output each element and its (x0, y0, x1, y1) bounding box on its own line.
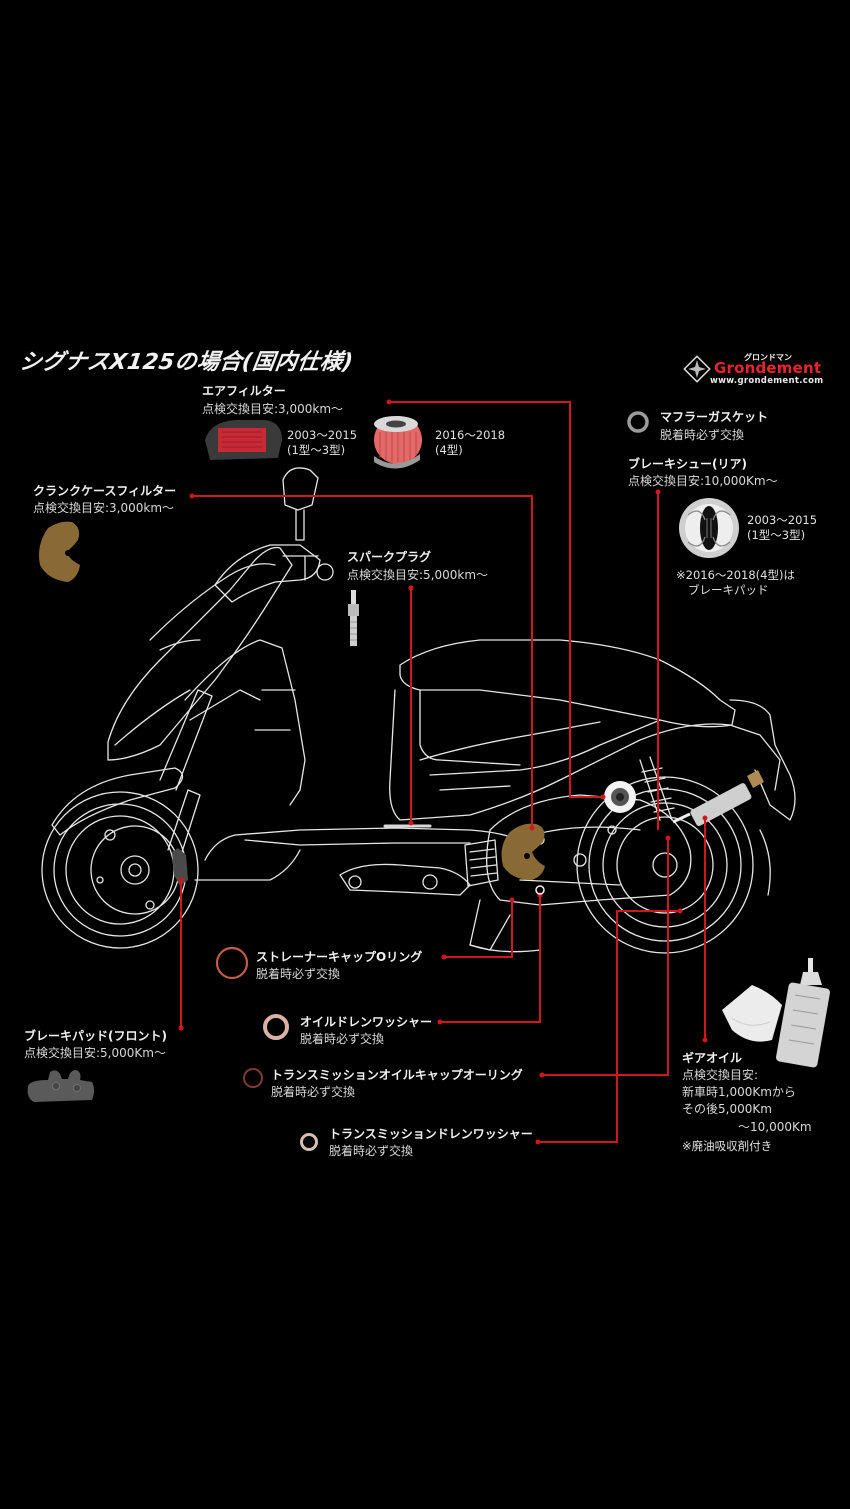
air-filter-old-years: 2003〜2015 (287, 428, 358, 442)
rear-brake-shoe-years: 2003〜2015 (747, 513, 818, 527)
muffler-gasket-on-bike (604, 781, 636, 813)
crankcase-filter-on-engine (501, 823, 545, 880)
spark-plug-interval: 点検交換目安:5,000km〜 (347, 568, 489, 582)
transmission-oil-cap-oring-note: 脱着時必ず交換 (271, 1085, 356, 1099)
air-filter-name: エアフィルター (202, 384, 286, 398)
transmission-drain-washer-name: トランスミッションドレンワッシャー (329, 1127, 533, 1141)
strainer-cap-oring-image (215, 946, 249, 980)
gear-oil-interval-line1: 新車時1,000Kmから (682, 1085, 796, 1099)
oil-drain-washer-note: 脱着時必ず交換 (300, 1032, 385, 1046)
brand-logo: グロンドマン Grondement www.grondement.com (682, 352, 842, 386)
air-filter-new-model: (4型) (435, 443, 463, 457)
gear-oil-interval-line2: その後5,000Km (682, 1102, 772, 1116)
oil-drain-washer-name: オイルドレンワッシャー (300, 1015, 433, 1029)
strainer-cap-oring-name: ストレーナーキャップOリング (256, 950, 423, 964)
leader-lines (180, 401, 706, 1143)
scooter-line-art (41, 467, 796, 954)
muffler-gasket-image (627, 411, 649, 433)
front-brake-pad-interval: 点検交換目安:5,000Km〜 (24, 1046, 166, 1060)
gear-oil-interval-label: 点検交換目安: (682, 1068, 759, 1082)
spark-plug-image (348, 590, 359, 646)
rear-brake-shoe-image (679, 498, 739, 558)
air-filter-interval: 点検交換目安:3,000km〜 (202, 402, 344, 416)
gear-oil-bottle-image (776, 958, 830, 1068)
rear-brake-shoe-interval: 点検交換目安:10,000Km〜 (628, 474, 778, 488)
muffler-gasket-note: 脱着時必ず交換 (660, 428, 745, 442)
rear-brake-shoe-model: (1型〜3型) (747, 528, 806, 542)
air-filter-new-years: 2016〜2018 (435, 428, 506, 442)
front-brake-pad-name: ブレーキパッド(フロント) (24, 1029, 167, 1043)
front-brake-pad-image (27, 1070, 95, 1102)
transmission-drain-washer-note: 脱着時必ず交換 (329, 1144, 414, 1158)
front-brake-pad-on-bike (172, 848, 188, 886)
brand-kana: グロンドマン (744, 353, 792, 362)
brand-url: www.grondement.com (710, 376, 824, 386)
leader-dots (178, 399, 708, 1145)
brand-name: Grondement (714, 359, 822, 377)
transmission-oil-cap-oring-name: トランスミッションオイルキャップオーリング (271, 1068, 523, 1082)
air-filter-old-model: (1型〜3型) (287, 443, 346, 457)
crankcase-filter-interval: 点検交換目安:3,000km〜 (33, 501, 175, 515)
air-filter-image-new (374, 416, 422, 469)
gear-oil-name: ギアオイル (682, 1051, 743, 1065)
muffler-gasket-name: マフラーガスケット (660, 410, 769, 424)
spark-plug-name: スパークプラグ (347, 550, 432, 564)
gear-oil-interval-line3: 〜10,000Km (738, 1120, 812, 1134)
strainer-cap-oring-note: 脱着時必ず交換 (256, 967, 341, 981)
rear-brake-shoe-name: ブレーキシュー(リア) (628, 457, 747, 471)
rear-brake-shoe-note-2: ブレーキパッド (688, 583, 769, 597)
gear-oil-note: ※廃油吸収剤付き (682, 1139, 773, 1153)
crankcase-filter-name: クランクケースフィルター (33, 484, 177, 498)
oil-drain-bolt-marker (535, 885, 545, 895)
crankcase-filter-image (39, 521, 80, 582)
gear-oil-absorbent-pack-image (722, 985, 782, 1042)
brand-emblem-icon (683, 355, 711, 383)
air-filter-image-old (205, 420, 282, 460)
rear-brake-shoe-note-1: ※2016〜2018(4型)は (676, 568, 795, 582)
gear-oil-tube-on-bike (672, 770, 764, 826)
oil-drain-washer-image (263, 1014, 289, 1040)
transmission-oil-cap-oring-image (243, 1068, 263, 1088)
transmission-drain-washer-image (300, 1133, 318, 1151)
